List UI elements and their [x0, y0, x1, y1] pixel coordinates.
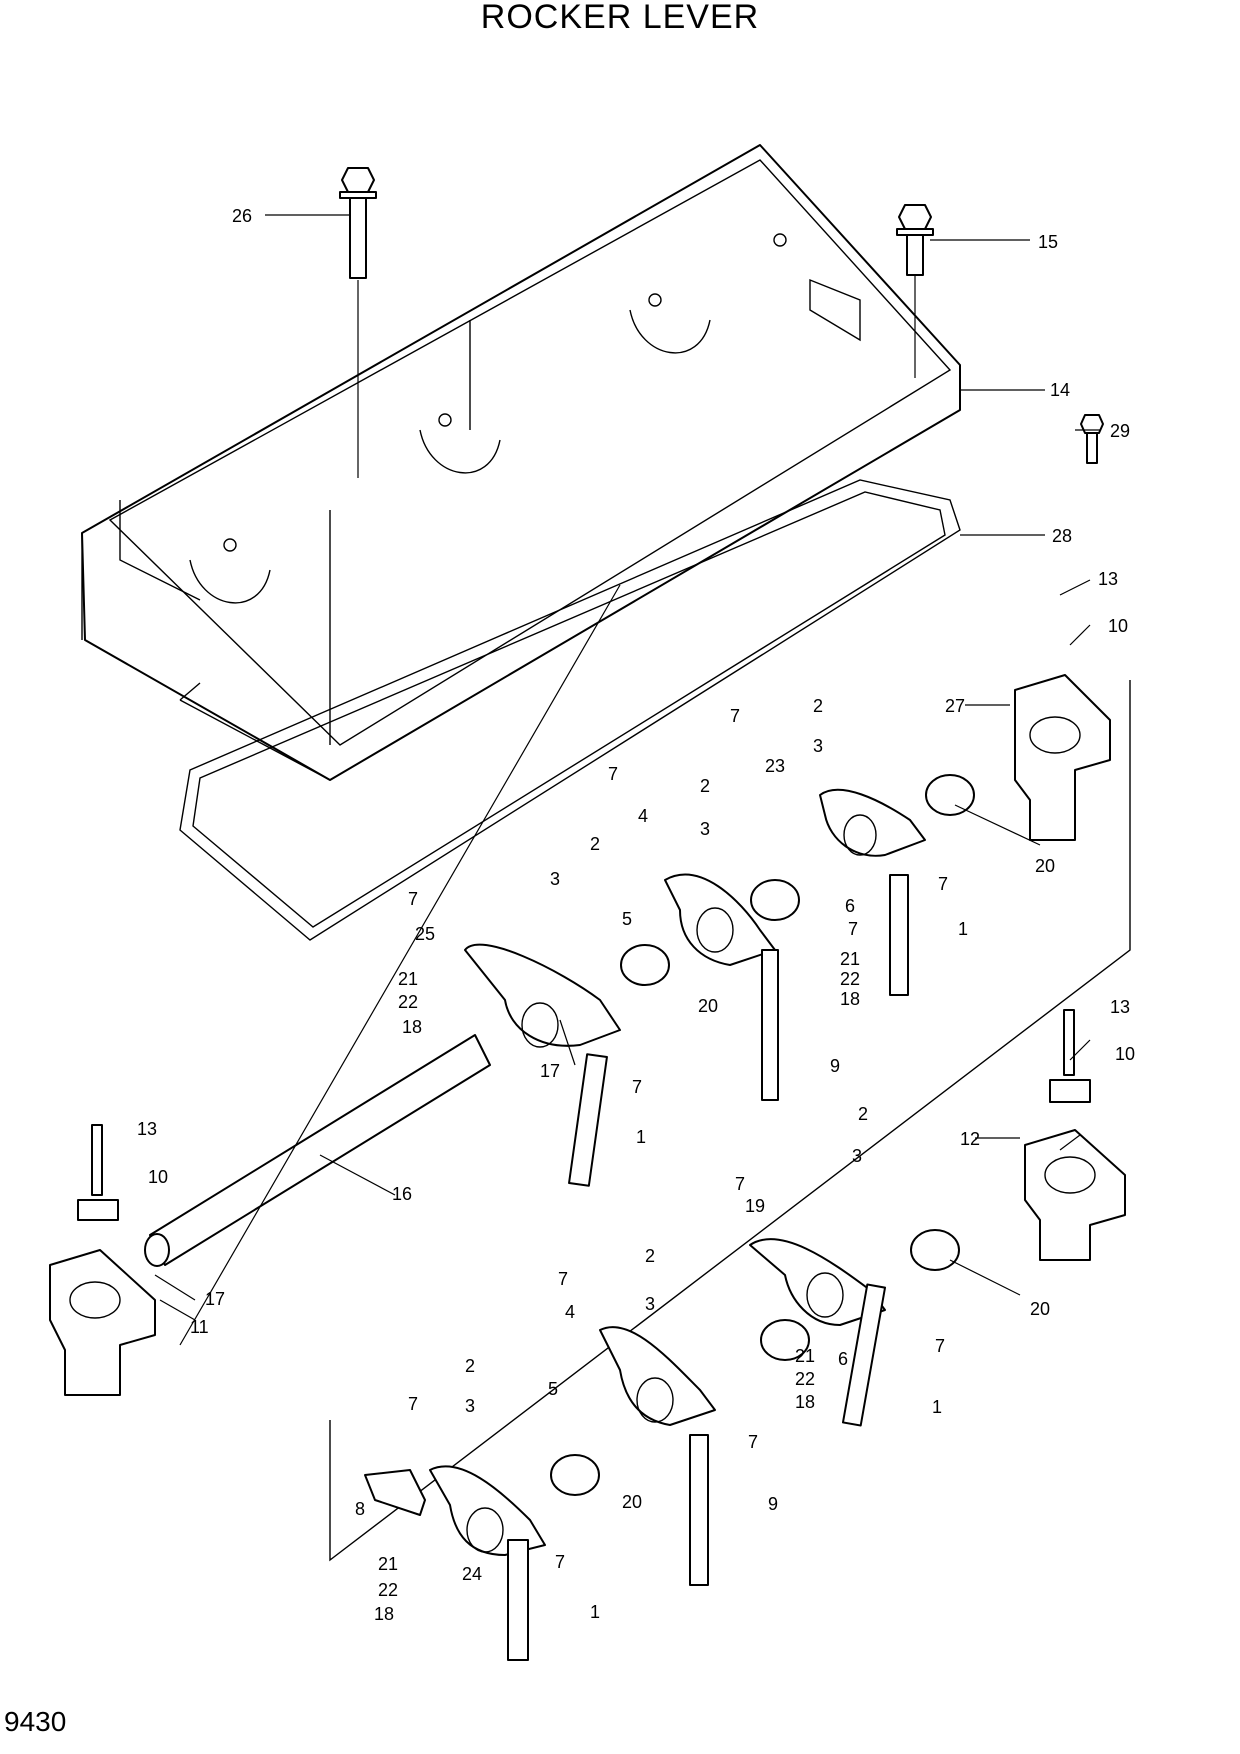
- callout-3: 3: [852, 1146, 862, 1166]
- callout-10: 10: [1115, 1044, 1135, 1064]
- callout-26: 26: [232, 206, 252, 226]
- callout-7: 7: [748, 1432, 758, 1452]
- callout-25: 25: [415, 924, 435, 944]
- callout-3: 3: [550, 869, 560, 889]
- callout-22: 22: [840, 969, 860, 989]
- callout-23: 23: [765, 756, 785, 776]
- callout-3: 3: [645, 1294, 655, 1314]
- callout-3: 3: [465, 1396, 475, 1416]
- callout-6: 6: [845, 896, 855, 916]
- callout-1: 1: [958, 919, 968, 939]
- rocker-housing: [81, 144, 961, 781]
- callout-21: 21: [795, 1346, 815, 1366]
- callout-9: 9: [830, 1056, 840, 1076]
- callout-20: 20: [622, 1492, 642, 1512]
- callout-5: 5: [622, 909, 632, 929]
- upper-rocker-assembly: [144, 674, 1131, 1562]
- callout-4: 4: [565, 1302, 575, 1322]
- callout-16: 16: [392, 1184, 412, 1204]
- callout-18: 18: [840, 989, 860, 1009]
- callout-29: 29: [1110, 421, 1130, 441]
- callout-17: 17: [540, 1061, 560, 1081]
- lower-rocker-assembly: [364, 1009, 1126, 1661]
- callout-2: 2: [465, 1356, 475, 1376]
- callout-22: 22: [398, 992, 418, 1012]
- page-title: ROCKER LEVER: [480, 0, 760, 36]
- callout-18: 18: [402, 1017, 422, 1037]
- callout-2: 2: [645, 1246, 655, 1266]
- callout-9: 9: [768, 1494, 778, 1514]
- callout-20: 20: [1035, 856, 1055, 876]
- callout-2: 2: [700, 776, 710, 796]
- callout-3: 3: [813, 736, 823, 756]
- callout-20: 20: [698, 996, 718, 1016]
- callout-7: 7: [608, 764, 618, 784]
- callout-7: 7: [408, 1394, 418, 1414]
- callout-17: 17: [205, 1289, 225, 1309]
- callout-5: 5: [548, 1379, 558, 1399]
- callout-7: 7: [558, 1269, 568, 1289]
- callout-1: 1: [590, 1602, 600, 1622]
- callout-6: 6: [838, 1349, 848, 1369]
- callout-2: 2: [813, 696, 823, 716]
- callout-27: 27: [945, 696, 965, 716]
- callout-labels: 26 15 14 29 28 13 10 27 7 2 3 23 2 7 4 3…: [137, 206, 1135, 1624]
- callout-7: 7: [730, 706, 740, 726]
- bolt-15: [896, 204, 934, 276]
- callout-1: 1: [932, 1397, 942, 1417]
- callout-13: 13: [1110, 997, 1130, 1017]
- callout-11: 11: [190, 1317, 209, 1337]
- callout-2: 2: [590, 834, 600, 854]
- callout-22: 22: [378, 1580, 398, 1600]
- callout-14: 14: [1050, 380, 1070, 400]
- callout-19: 19: [745, 1196, 765, 1216]
- callout-18: 18: [374, 1604, 394, 1624]
- callout-8: 8: [355, 1499, 365, 1519]
- callout-21: 21: [840, 949, 860, 969]
- callout-7: 7: [938, 874, 948, 894]
- callout-7: 7: [935, 1336, 945, 1356]
- callout-15: 15: [1038, 232, 1058, 252]
- leader-lines: [154, 214, 1100, 1346]
- callout-1: 1: [636, 1127, 646, 1147]
- callout-10: 10: [148, 1167, 168, 1187]
- callout-7: 7: [632, 1077, 642, 1097]
- left-support-11: [49, 1124, 156, 1396]
- callout-2: 2: [858, 1104, 868, 1124]
- callout-28: 28: [1052, 526, 1072, 546]
- housing-gasket: [179, 479, 961, 941]
- bolt-29: [1080, 414, 1104, 464]
- callout-13: 13: [1098, 569, 1118, 589]
- callout-22: 22: [795, 1369, 815, 1389]
- callout-7: 7: [555, 1552, 565, 1572]
- callout-21: 21: [398, 969, 418, 989]
- callout-21: 21: [378, 1554, 398, 1574]
- callout-18: 18: [795, 1392, 815, 1412]
- callout-20: 20: [1030, 1299, 1050, 1319]
- bolt-26: [339, 167, 377, 279]
- callout-13: 13: [137, 1119, 157, 1139]
- page-code: 9430: [4, 1706, 67, 1737]
- callout-12: 12: [960, 1129, 980, 1149]
- callout-7: 7: [735, 1174, 745, 1194]
- callout-7: 7: [848, 919, 858, 939]
- callout-4: 4: [638, 806, 648, 826]
- callout-3: 3: [700, 819, 710, 839]
- callout-7: 7: [408, 889, 418, 909]
- callout-24: 24: [462, 1564, 482, 1584]
- callout-10: 10: [1108, 616, 1128, 636]
